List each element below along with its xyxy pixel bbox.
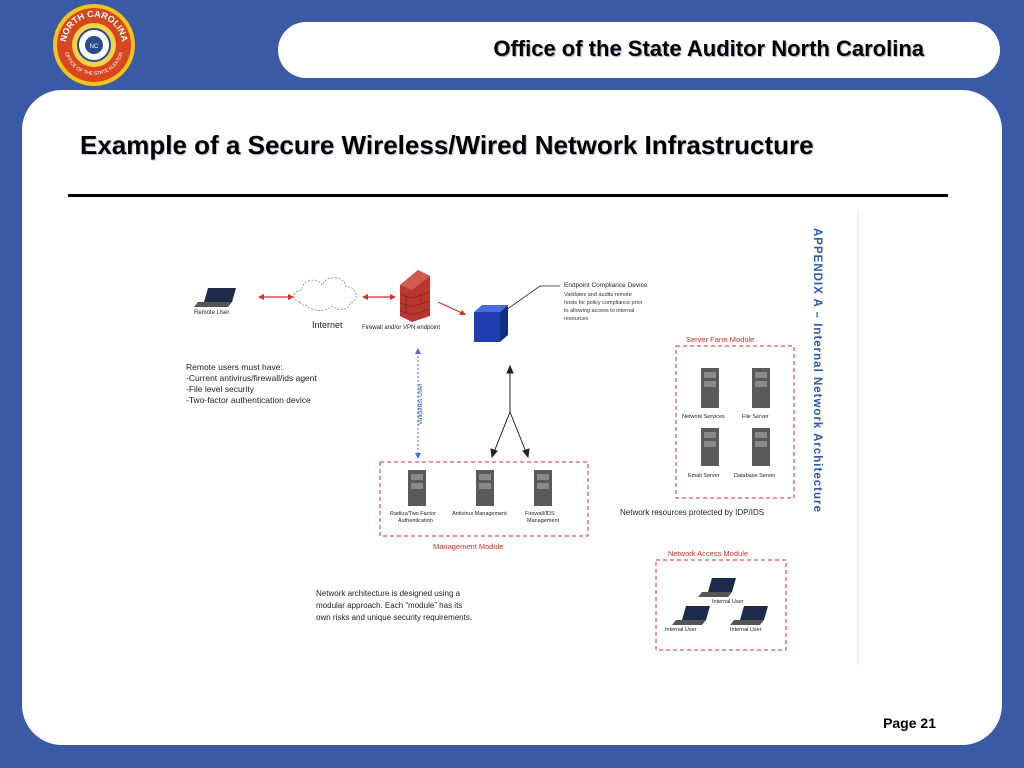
endpoint-device-icon xyxy=(474,305,508,342)
remote-notes-3: -File level security xyxy=(186,384,255,394)
appendix-title: APPENDIX A – Internal Network Architectu… xyxy=(811,228,823,513)
server-label-database-server: Database Server xyxy=(734,473,775,479)
server-icon xyxy=(534,470,552,506)
architecture-note-1: Network architecture is designed using a xyxy=(316,589,461,598)
architecture-note-2: modular approach. Each “module” has its xyxy=(316,601,462,610)
endpoint-desc-2: hosts for policy compliance prior xyxy=(564,300,643,306)
server-icon xyxy=(408,470,426,506)
state-auditor-seal: NORTH CAROLINA OFFICE OF THE STATE AUDIT… xyxy=(53,4,135,86)
laptop-icon xyxy=(672,606,710,625)
laptop-icon xyxy=(194,288,236,307)
server-icon xyxy=(701,368,719,408)
remote-user-label: Remote User xyxy=(194,310,229,316)
server-icon xyxy=(752,428,770,466)
slide-title: Example of a Secure Wireless/Wired Netwo… xyxy=(80,130,814,160)
endpoint-title: Endpoint Compliance Device xyxy=(564,282,648,289)
protected-note: Network resources protected by IDP/IDS xyxy=(620,508,764,517)
internal-user-label: Internal User xyxy=(712,599,744,605)
server-farm-module xyxy=(675,345,795,499)
branch-arrow xyxy=(490,364,530,459)
title-divider xyxy=(68,194,948,197)
endpoint-desc-3: to allowing access to internal xyxy=(564,308,634,314)
internet-label: Internet xyxy=(312,320,343,330)
firewall-icon xyxy=(399,270,431,322)
architecture-note-3: own risks and unique security requiremen… xyxy=(316,613,472,622)
mgmt-label-antivirus: Antivirus Management xyxy=(452,511,507,517)
server-icon xyxy=(701,428,719,466)
network-access-title: Network Access Module xyxy=(668,549,748,558)
mgmt-label-firewall-1: Firewall/IDS xyxy=(525,511,555,517)
arrow-firewall-endpoint xyxy=(437,301,463,314)
network-access-module xyxy=(655,559,787,651)
seal-center-text: NC xyxy=(90,44,99,50)
internal-user-label: Internal User xyxy=(665,627,697,633)
laptop-icon xyxy=(730,606,768,625)
remote-notes-4: -Two-factor authentication device xyxy=(186,395,311,405)
server-label-email-server: Email Server xyxy=(688,473,720,479)
office-title: Office of the State Auditor North Caroli… xyxy=(493,36,924,61)
endpoint-callout-line xyxy=(505,285,560,311)
server-farm-title: Server Farm Module xyxy=(686,335,754,344)
validates-user-label: Validates User xyxy=(417,382,424,425)
server-icon xyxy=(752,368,770,408)
server-label-network-services: Network Services xyxy=(682,414,725,420)
remote-notes-2: -Current antivirus/firewall/ids agent xyxy=(186,373,317,383)
management-title: Management Module xyxy=(433,542,503,551)
laptop-icon xyxy=(698,578,736,597)
network-diagram: Remote User Internet Firewall and/or VPN… xyxy=(155,208,870,668)
endpoint-desc-4: resources xyxy=(564,316,588,322)
mgmt-label-firewall-2: Management xyxy=(527,518,560,524)
firewall-label: Firewall and/or VPN endpoint xyxy=(362,325,440,331)
server-label-file-server: File Server xyxy=(742,414,769,420)
server-icon xyxy=(476,470,494,506)
header-banner xyxy=(278,22,1000,78)
cloud-icon xyxy=(293,277,357,311)
internal-user-label: Internal User xyxy=(730,627,762,633)
page-number: Page 21 xyxy=(883,715,936,731)
endpoint-desc-1: Validates and audits remote xyxy=(564,292,632,298)
mgmt-label-radius-1: Radius/Two Factor xyxy=(390,511,436,517)
remote-notes-1: Remote users must have: xyxy=(186,362,283,372)
mgmt-label-radius-2: Authentication xyxy=(398,518,433,524)
management-module xyxy=(379,461,589,537)
